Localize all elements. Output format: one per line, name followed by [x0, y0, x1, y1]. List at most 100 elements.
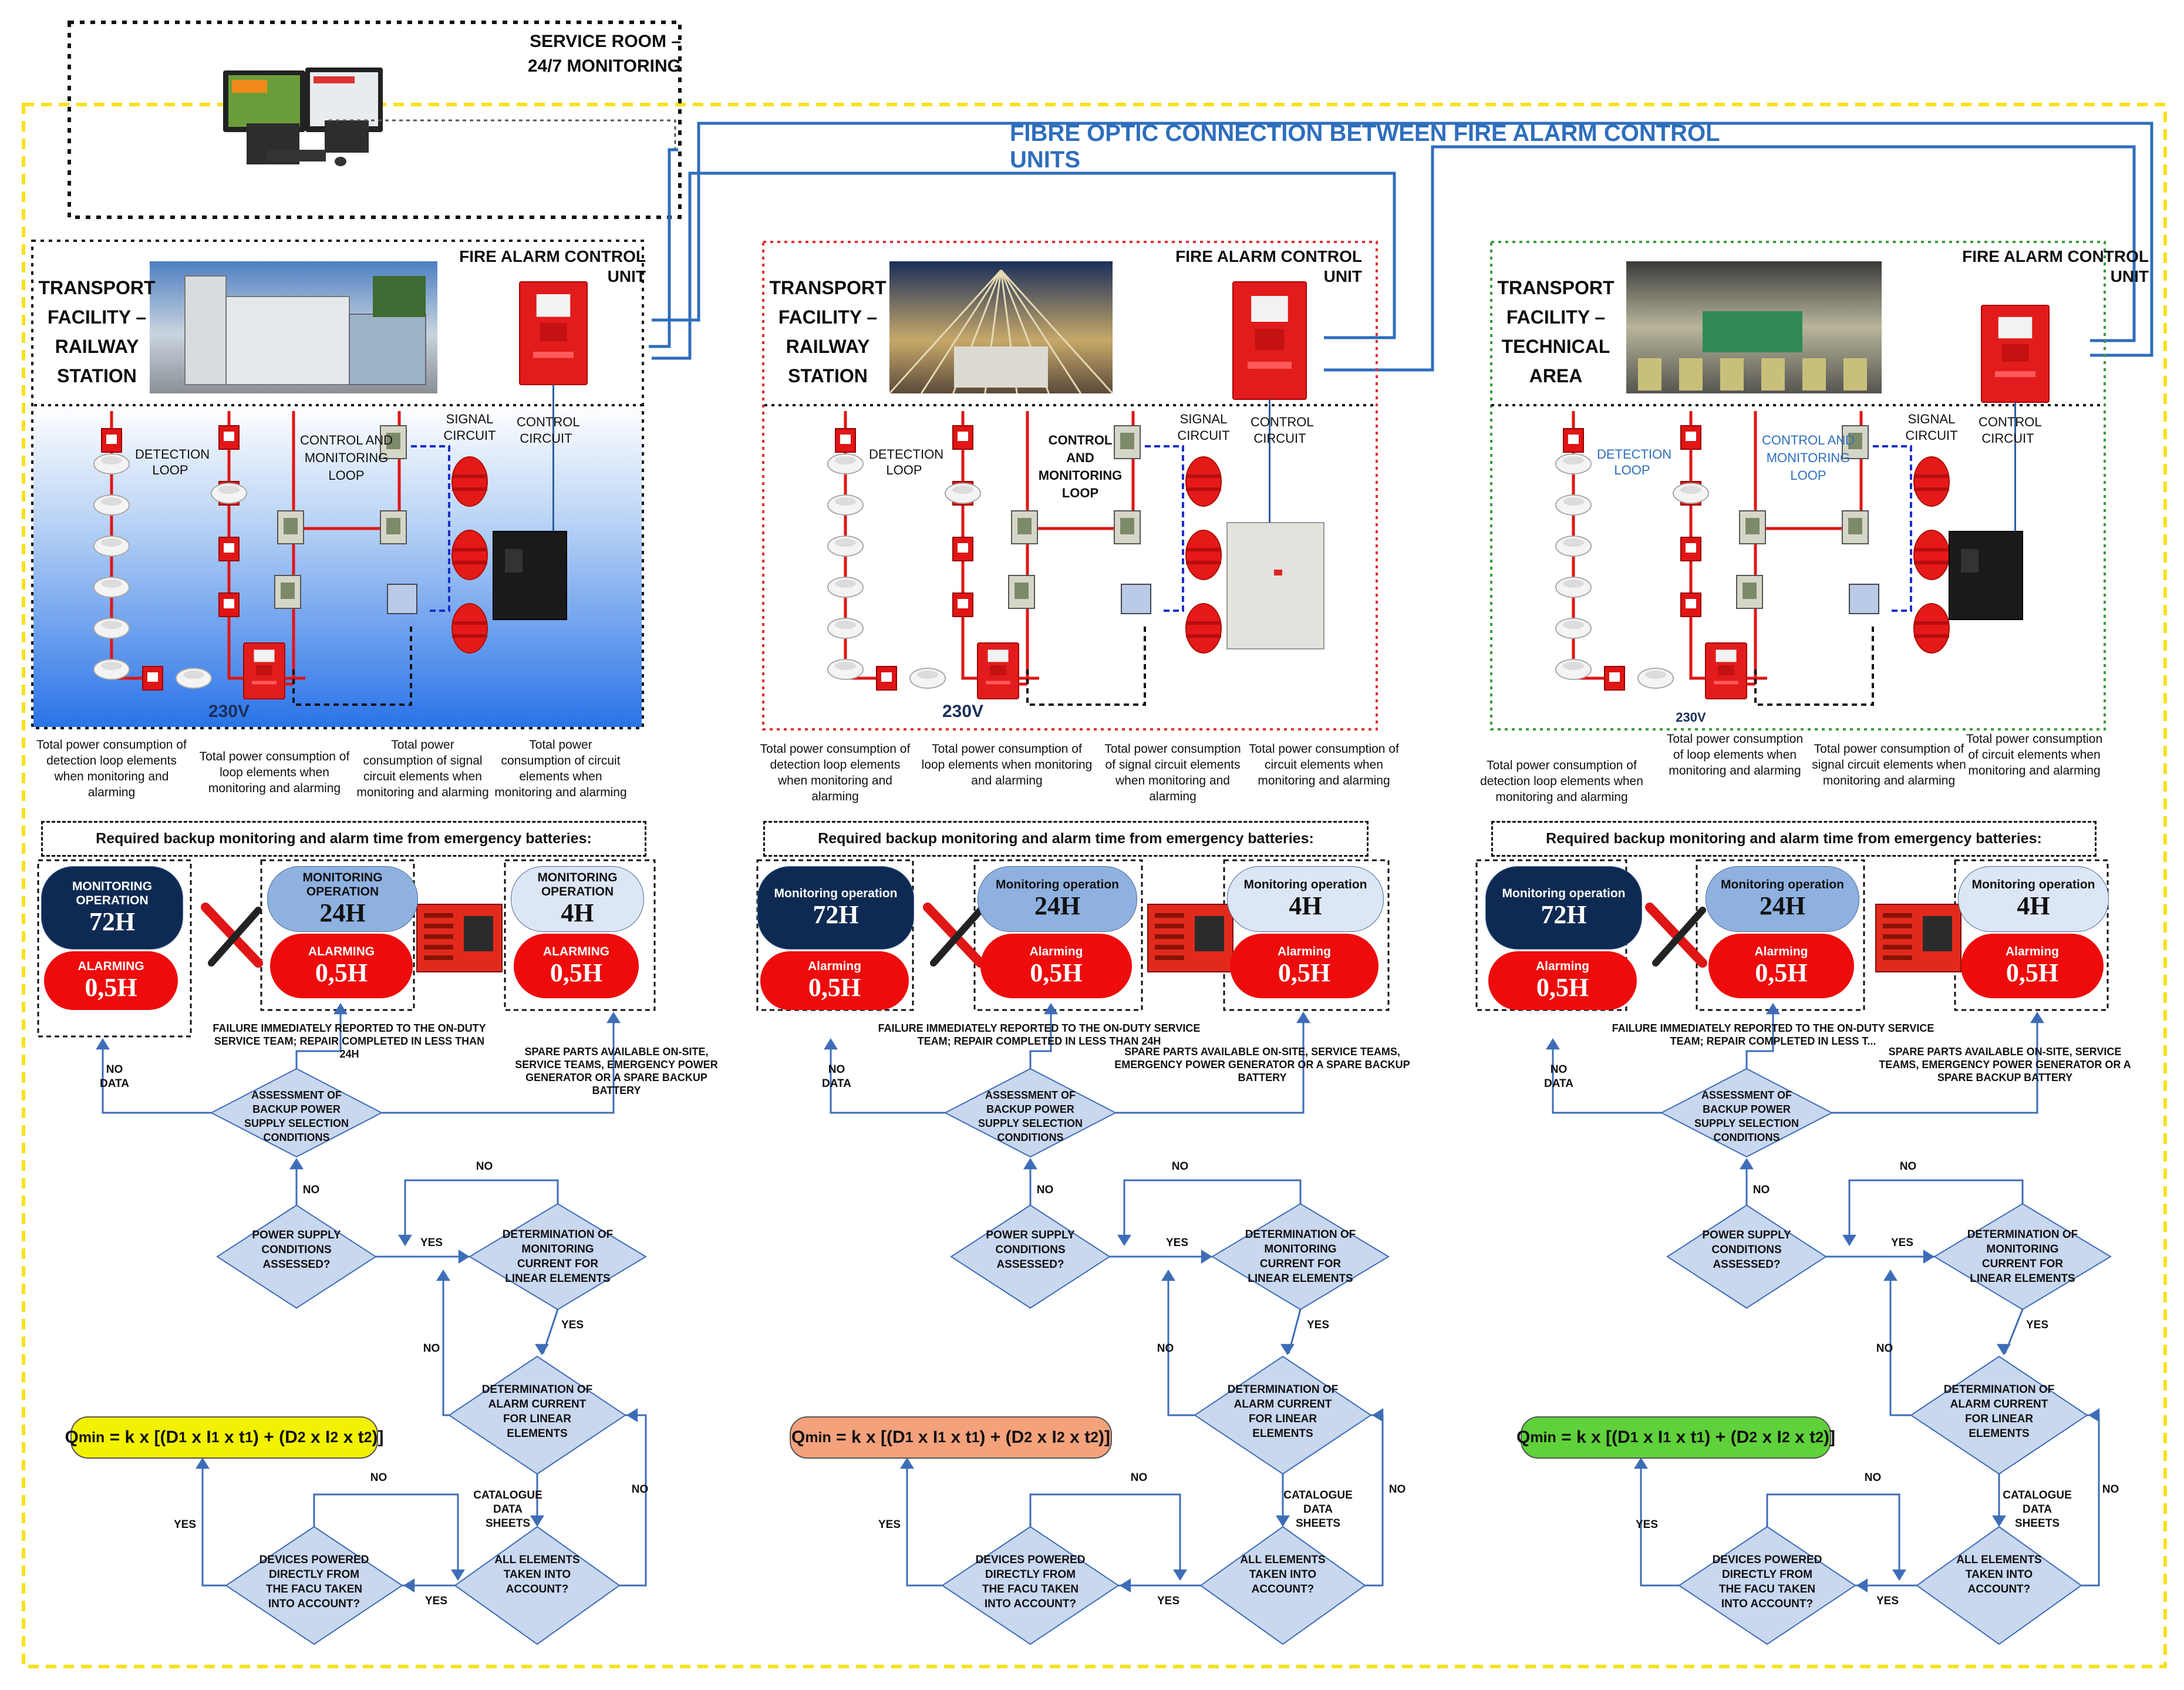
flow-connector [1889, 1271, 1911, 1416]
tools-icon [201, 903, 263, 968]
power-generator-icon [1147, 904, 1233, 972]
power-supply-cabinet-icon [1949, 531, 2023, 620]
monitoring-label: Monitoring operation [1721, 878, 1844, 891]
smoke-detector-icon [1555, 536, 1592, 557]
monitoring-hours-value: 24H [1759, 891, 1806, 920]
no-label: NO [1864, 1472, 1882, 1484]
alarming-hours-value: 0,5H [808, 973, 861, 1002]
formula-text: ) + (D [252, 1428, 298, 1447]
assessment-diamond-text: ASSESSMENT OF BACKUP POWER SUPPLY SELECT… [978, 1089, 1083, 1143]
mcp-glass [224, 599, 234, 608]
arrow-head [403, 1578, 415, 1593]
assessment-diamond [210, 1068, 383, 1158]
smoke-detector-icon [909, 668, 946, 689]
control-module-icon [1842, 510, 1869, 544]
facu-indicators [252, 681, 277, 685]
detector-top [183, 671, 204, 679]
formula-sub: 2 [1090, 1429, 1099, 1446]
cabinet-body [1949, 531, 2023, 620]
monitoring-hours-value: 4H [2017, 891, 2050, 920]
generator-vent [424, 924, 453, 928]
facu-keypad [540, 323, 567, 342]
smoke-detector-icon [827, 536, 864, 557]
yes-label: YES [1306, 1319, 1330, 1331]
formula-sub: 2 [1056, 1429, 1065, 1446]
fibre-link-unit1-to-2 [652, 171, 1396, 360]
control-module-icon [380, 425, 407, 459]
flow-connector [1552, 1039, 1661, 1114]
control-module-icon [1114, 510, 1141, 544]
smoke-detector-icon [93, 494, 130, 516]
signal-wiring [1145, 445, 1184, 612]
alarming-hours-value: 0,5H [1030, 958, 1083, 987]
formula-text: x I [1032, 1428, 1057, 1447]
facu-indicators [533, 352, 574, 358]
generator-vent [424, 955, 453, 960]
alarming-hours-value: 0,5H [1755, 958, 1808, 987]
flow-connector [382, 1013, 615, 1114]
arrow-head [1842, 1234, 1856, 1246]
power-consumption-caption: Total power consumption of circuit eleme… [494, 738, 627, 799]
no-label: NO [1130, 1472, 1148, 1484]
smoke-detector-icon [827, 577, 864, 598]
formula-q: Q [1516, 1428, 1531, 1447]
monitoring-current-diamond-text: DETERMINATION OF MONITORING CURRENT FOR … [1245, 1228, 1356, 1285]
facu-display [536, 294, 571, 317]
failure-note: FAILURE IMMEDIATELY REPORTED TO THE ON-D… [1612, 1022, 1934, 1047]
generator-vent [1155, 924, 1184, 928]
siren-icon [1185, 603, 1222, 654]
detector-top [835, 621, 856, 629]
control-module-icon [1842, 425, 1869, 459]
workshop-equipment [1802, 358, 1826, 390]
formula-text: )] [1824, 1428, 1836, 1447]
arrow-head [1120, 1578, 1131, 1593]
formula-text: = k x [(D [831, 1428, 905, 1447]
cabinet-body [1226, 522, 1324, 649]
generator-vent [1155, 955, 1184, 960]
monitoring-label: Monitoring operation [996, 878, 1119, 891]
signal-wiring [1873, 445, 1912, 612]
spare-parts-note: SPARE PARTS AVAILABLE ON-SITE, SERVICE T… [1114, 1046, 1410, 1083]
generator-panel [464, 916, 493, 951]
module-panel [281, 583, 295, 599]
generator-vent [1883, 945, 1912, 950]
smoke-detector-icon [1555, 453, 1592, 474]
control-circuit-label: CONTROL CIRCUIT [1979, 415, 2042, 446]
formula-sub: 1 [1696, 1429, 1705, 1446]
flow-connector [295, 1004, 342, 1069]
siren-ring [452, 474, 487, 478]
facu-indicators [1248, 362, 1292, 369]
formula-sub: 1 [971, 1429, 980, 1446]
formula-text: = k x [(D [105, 1428, 179, 1447]
cabinet-led [1274, 570, 1282, 575]
service-room-link [329, 119, 676, 153]
arrow-head [436, 1270, 450, 1281]
backup-time-box [756, 859, 914, 1011]
monitoring-hours-value: 4H [561, 898, 594, 927]
control-circuit-label: CONTROL CIRCUIT [1251, 415, 1314, 446]
voltage-label: 230V [942, 702, 984, 721]
manual-call-point-icon [876, 666, 897, 691]
no-label: NO [1157, 1342, 1174, 1355]
power-generator-icon [416, 904, 503, 972]
manual-call-point-icon [218, 425, 240, 450]
alarming-label: Alarming [2005, 945, 2059, 958]
assessment-diamond-text: ASSESSMENT OF BACKUP POWER SUPPLY SELECT… [1694, 1089, 1799, 1143]
all-elements-diamond [454, 1526, 621, 1645]
workshop-equipment [1638, 358, 1661, 390]
siren-ring [452, 487, 487, 491]
siren-body [1913, 530, 1950, 580]
power-consumption-caption: Total power consumption of loop elements… [921, 742, 1093, 787]
alarming-label: Alarming [1754, 945, 1808, 958]
signal-circuit-label: SIGNAL CIRCUIT [1177, 412, 1230, 443]
monitoring-current-diamond-text: DETERMINATION OF MONITORING CURRENT FOR … [1967, 1228, 2078, 1285]
manual-call-point-icon [1563, 428, 1584, 453]
alarming-hours-value: 0,5H [550, 958, 603, 987]
